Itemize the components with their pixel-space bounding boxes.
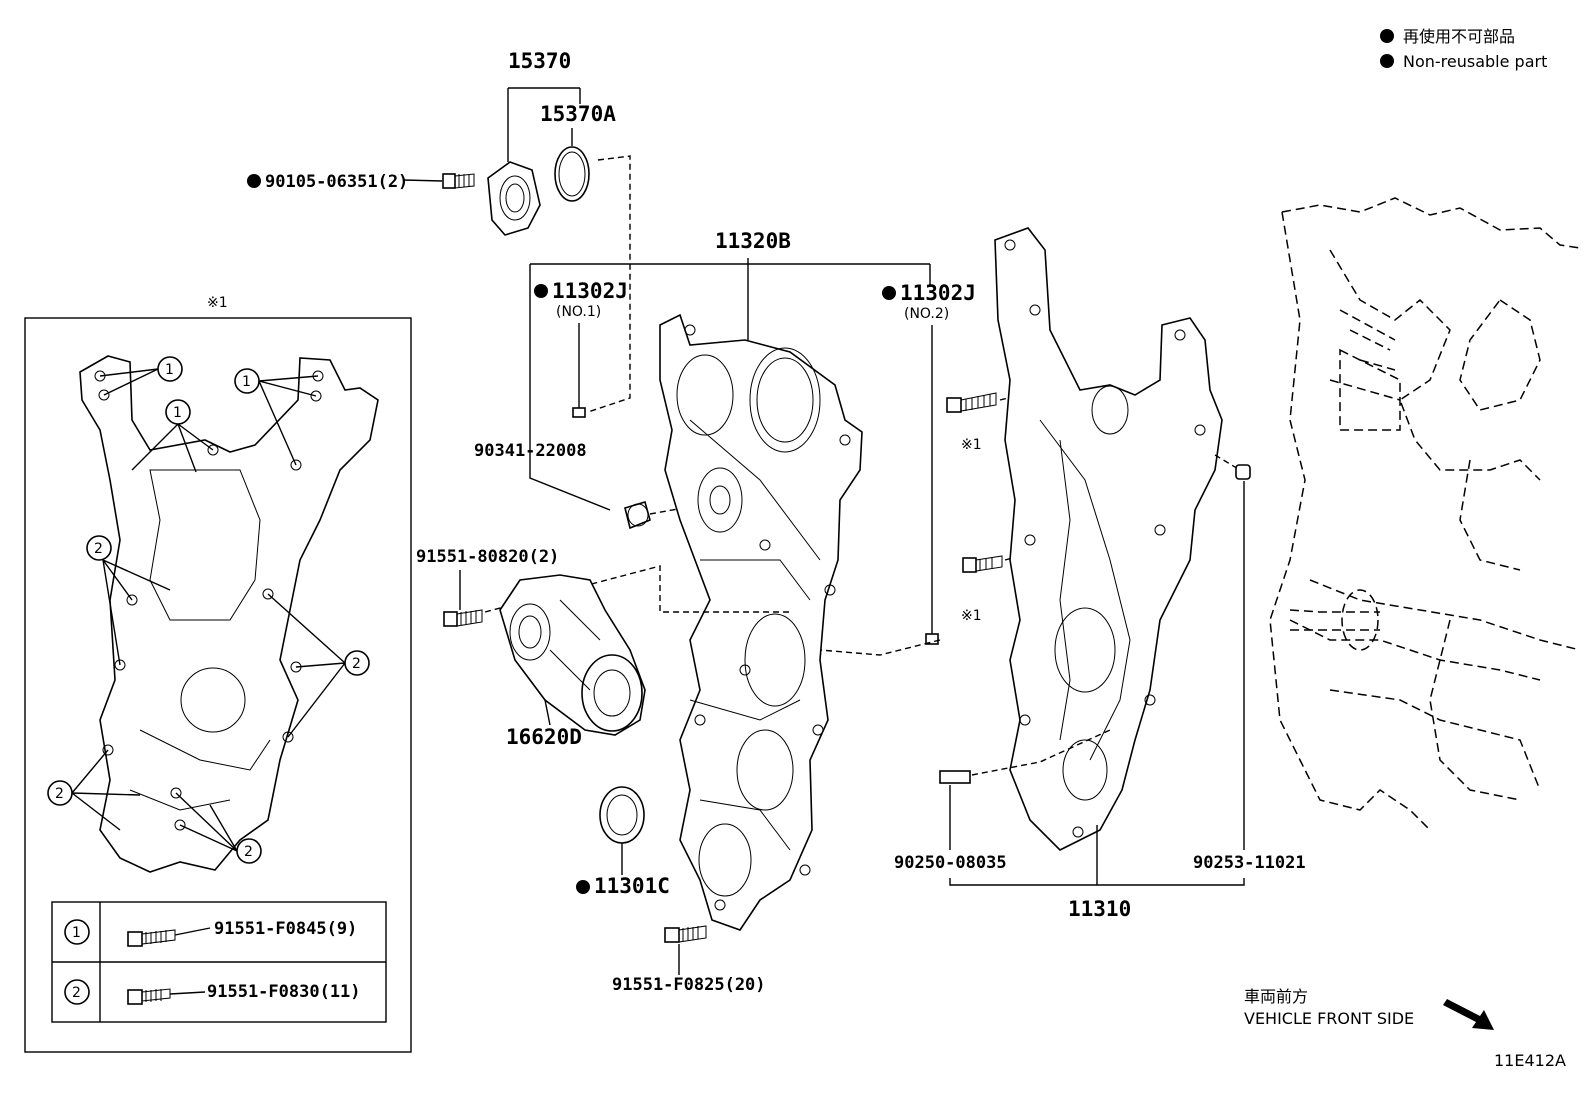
inset-panel: ※1 1 1 1 2: [24, 295, 412, 1053]
inset-cover-inner: [149, 469, 261, 621]
bolt-91551-F0825-drawing: [664, 925, 707, 943]
non-reusable-dot-icon: [534, 284, 548, 298]
label-11302J-no1-sub: (NO.1): [556, 304, 601, 320]
bolt-table: 1 91551-F0845(9) 2 91551-F0830(11): [51, 901, 387, 1023]
label-15370: 15370: [508, 49, 571, 73]
legend-text-jp: 再使用不可部品: [1403, 27, 1515, 46]
label-11301C: 11301C: [594, 874, 670, 898]
timing-chain-cover-drawing: [659, 313, 863, 931]
front-direction-arrow-icon: [1443, 999, 1494, 1030]
inset-frame: [24, 317, 412, 1053]
label-90250: 90250-08035: [894, 853, 1007, 873]
direction-text-jp: 車両前方: [1244, 987, 1308, 1006]
bolt-90105-drawing: [442, 173, 475, 189]
table-key-1: [64, 919, 90, 945]
svg-text:2: 2: [55, 786, 64, 802]
part-15370A-oring: [554, 146, 590, 202]
inset-cover-bore: [180, 667, 246, 733]
inset-callouts: 1 1 1 2 2 2 2: [47, 356, 370, 864]
label-11302J-no2: 11302J: [900, 281, 976, 305]
part-11310-group: 90250-08035 90253-11021 11310: [894, 464, 1306, 921]
svg-text:2: 2: [352, 656, 361, 672]
mark-1a: ※1: [961, 437, 982, 453]
part-15370-group: 15370 15370A 90105-06351(2): [247, 49, 631, 413]
inset-mark: ※1: [207, 295, 228, 311]
non-reusable-dot-icon: [882, 286, 896, 300]
timing-case-11310-drawing: [994, 227, 1241, 851]
bolt-icon: [127, 988, 171, 1005]
label-11320B: 11320B: [715, 229, 791, 253]
svg-text:1: 1: [165, 362, 174, 378]
non-reusable-dot-icon: [1380, 29, 1394, 43]
label-90341: 90341-22008: [474, 441, 587, 461]
label-91551-80820: 91551-80820(2): [416, 547, 559, 567]
part-15370-drawing: [487, 161, 541, 236]
svg-text:2: 2: [244, 844, 253, 860]
pin-90253: [1235, 464, 1251, 480]
part-16620D-group: 91551-80820(2) 16620D: [416, 547, 790, 749]
label-90105: 90105-06351(2): [265, 172, 408, 192]
part-11320B-group: 11320B 11302J (NO.1) 11302J (NO.2) 90341…: [474, 229, 976, 645]
pin-11302J-no2: [925, 633, 939, 645]
label-16620D: 16620D: [506, 725, 582, 749]
mark-1b: ※1: [961, 608, 982, 624]
non-reusable-dot-icon: [247, 174, 261, 188]
label-91551-F0825: 91551-F0825(20): [612, 975, 766, 995]
legend: 再使用不可部品 Non-reusable part: [1380, 27, 1547, 71]
bolt-91551-80820-drawing: [443, 609, 483, 627]
svg-text:2: 2: [94, 541, 103, 557]
part-91551-F0825-group: 91551-F0825(20): [612, 925, 766, 995]
bolt-icon: [127, 929, 176, 947]
callout-2: [86, 535, 112, 561]
pin-11302J-no1: [572, 407, 586, 418]
plug-90341: [624, 500, 651, 530]
non-reusable-dot-icon: [1380, 54, 1394, 68]
label-11302J-no1: 11302J: [552, 279, 628, 303]
svg-text:2: 2: [72, 985, 81, 1001]
engine-block-ghost: [1269, 197, 1581, 831]
direction-text-en: VEHICLE FRONT SIDE: [1244, 1009, 1414, 1028]
direction-indicator: 車両前方 VEHICLE FRONT SIDE: [1244, 987, 1494, 1030]
bolt-mark1a-drawing: [946, 392, 997, 413]
bolt-mark1b-drawing: [962, 555, 1003, 573]
label-11310: 11310: [1068, 897, 1131, 921]
part-11301C-group: 11301C: [576, 786, 670, 898]
label-15370A: 15370A: [540, 102, 616, 126]
inset-bolt-holes: [94, 370, 324, 831]
svg-text:1: 1: [242, 374, 251, 390]
label-11302J-no2-sub: (NO.2): [904, 306, 949, 322]
table-key-2: [64, 979, 90, 1005]
label-90253: 90253-11021: [1193, 853, 1306, 873]
inset-timing-cover-drawing: [79, 355, 379, 873]
table-part-1: 91551-F0845(9): [214, 919, 357, 939]
table-part-2: 91551-F0830(11): [207, 982, 361, 1002]
pin-90250: [939, 770, 971, 784]
svg-text:1: 1: [173, 405, 182, 421]
non-reusable-dot-icon: [576, 880, 590, 894]
figure-code: 11E412A: [1494, 1051, 1566, 1070]
legend-text-en: Non-reusable part: [1403, 52, 1547, 71]
svg-text:1: 1: [72, 925, 81, 941]
inset-cover-ribs: [129, 729, 271, 811]
